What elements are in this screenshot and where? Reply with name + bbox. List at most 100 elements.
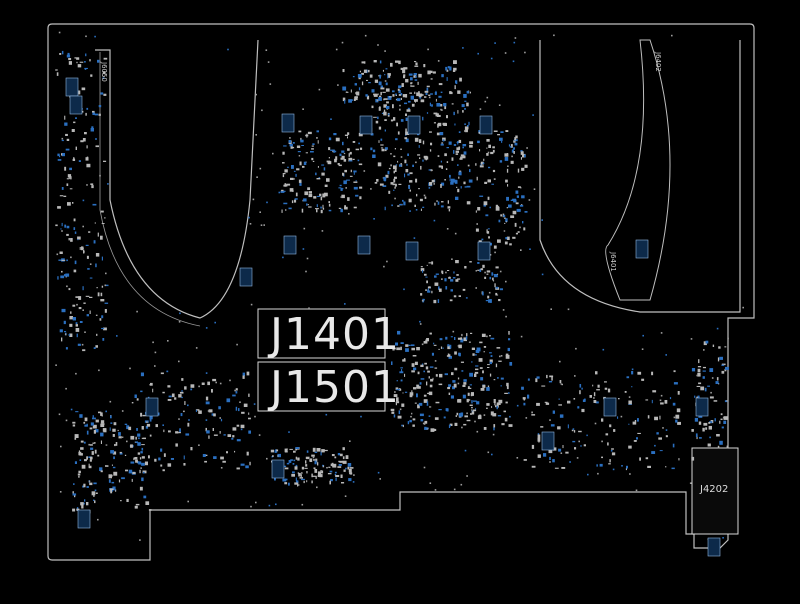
smd-component [213, 456, 217, 459]
smd-component [338, 187, 342, 189]
smd-component [112, 486, 116, 491]
smd-component [514, 142, 518, 146]
smd-component [89, 427, 93, 430]
smd-component [468, 121, 470, 126]
smd-component [85, 295, 90, 297]
smd-component [482, 162, 485, 165]
smd-component [367, 69, 370, 73]
smd-component [359, 196, 362, 200]
smd-component [322, 207, 325, 210]
smd-component [422, 422, 425, 425]
smd-component [349, 175, 353, 177]
smd-component [460, 483, 463, 486]
smd-component [596, 464, 598, 467]
smd-component [334, 158, 337, 163]
smd-component [474, 371, 479, 374]
smd-component [417, 371, 420, 375]
smd-component [416, 384, 419, 389]
smd-component [390, 62, 393, 67]
smd-component [466, 185, 471, 188]
smd-component [85, 157, 89, 161]
smd-component [437, 299, 440, 303]
smd-component [486, 147, 488, 149]
smd-component [359, 70, 361, 73]
smd-component [387, 170, 390, 175]
smd-component [66, 138, 70, 141]
smd-component [396, 347, 401, 351]
smd-component [452, 380, 456, 383]
smd-component [495, 204, 498, 207]
smd-component [316, 137, 318, 139]
smd-component [486, 335, 488, 338]
smd-component [347, 197, 350, 201]
smd-component [383, 265, 385, 268]
smd-component [260, 224, 263, 226]
smd-component [613, 429, 616, 432]
smd-component [315, 208, 319, 210]
smd-component [401, 424, 403, 427]
smd-component [490, 337, 495, 340]
smd-component [346, 179, 350, 181]
smd-component [72, 493, 77, 496]
smd-component [95, 345, 98, 348]
smd-component [65, 347, 68, 350]
smd-component [78, 450, 81, 453]
smd-component [698, 359, 700, 364]
smd-component [605, 433, 609, 436]
smd-component [418, 73, 422, 78]
smd-component [462, 288, 466, 291]
smd-component [700, 386, 705, 391]
smd-component [374, 79, 378, 83]
smd-component [524, 154, 526, 158]
smd-component [493, 280, 495, 282]
smd-component [498, 399, 503, 404]
smd-component [110, 490, 113, 494]
smd-component [438, 409, 442, 411]
smd-component [400, 342, 404, 344]
smd-component [55, 224, 58, 227]
smd-component [359, 147, 363, 150]
smd-component [446, 408, 449, 412]
smd-component [136, 398, 139, 401]
smd-component [377, 162, 382, 167]
smd-component [77, 239, 79, 241]
smd-component [88, 231, 91, 233]
smd-component [715, 381, 719, 384]
smd-component [417, 386, 421, 389]
boxed-component [357, 235, 371, 255]
smd-component [61, 139, 64, 142]
smd-component [74, 461, 77, 464]
smd-component [405, 113, 407, 116]
smd-component [146, 423, 151, 427]
smd-component [276, 449, 279, 452]
smd-component [72, 202, 74, 204]
smd-component [348, 213, 350, 215]
smd-component [234, 450, 236, 453]
smd-component [709, 436, 711, 439]
smd-component [269, 83, 272, 85]
smd-component [150, 382, 153, 386]
smd-component [102, 77, 105, 80]
smd-component [242, 375, 245, 379]
smd-component [718, 346, 721, 349]
smd-component [95, 492, 98, 494]
smd-component [178, 321, 181, 323]
smd-component [516, 457, 519, 459]
smd-component [388, 75, 391, 78]
smd-component [369, 74, 373, 78]
smd-component [184, 401, 186, 405]
smd-component [709, 421, 713, 424]
smd-component [93, 493, 95, 495]
smd-component [720, 413, 723, 416]
smd-component [464, 100, 467, 102]
smd-component [418, 188, 420, 190]
smd-component [424, 362, 427, 365]
smd-component [429, 70, 433, 73]
smd-component [104, 284, 107, 287]
smd-component [282, 478, 287, 482]
smd-component [422, 270, 424, 273]
smd-component [137, 452, 141, 455]
smd-component [321, 164, 325, 166]
smd-component [69, 316, 73, 320]
